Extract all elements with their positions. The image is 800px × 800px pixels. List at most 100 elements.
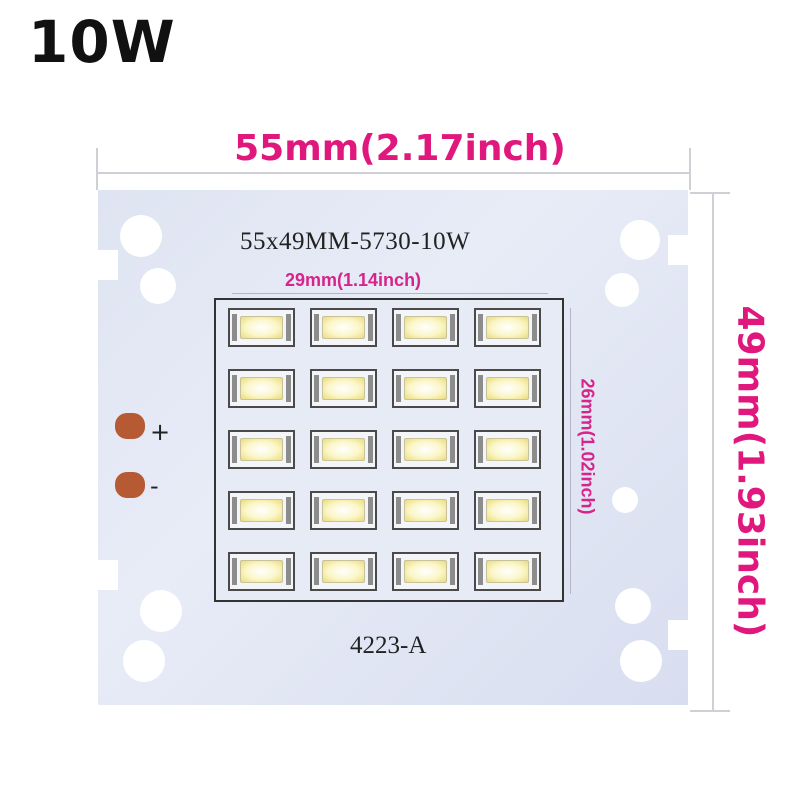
led-phosphor — [240, 560, 283, 583]
led-area-height-line — [570, 308, 571, 594]
led-area-width-line — [232, 293, 548, 294]
led-terminal — [368, 558, 373, 585]
led-terminal — [532, 558, 537, 585]
smd-led-5730 — [310, 430, 377, 469]
smd-led-5730 — [228, 369, 295, 408]
width-dimension-tick-left — [96, 148, 98, 190]
led-terminal — [368, 314, 373, 341]
led-phosphor — [322, 377, 365, 400]
board-model-text: 55x49MM-5730-10W — [240, 228, 471, 255]
led-terminal — [396, 375, 401, 402]
led-terminal — [314, 314, 319, 341]
led-terminal — [232, 497, 237, 524]
led-terminal — [450, 314, 455, 341]
mounting-hole — [605, 273, 639, 307]
negative-solder-pad — [115, 472, 145, 498]
smd-led-5730 — [474, 430, 541, 469]
mounting-hole — [120, 215, 162, 257]
led-terminal — [286, 497, 291, 524]
led-terminal — [450, 558, 455, 585]
led-phosphor — [486, 560, 529, 583]
led-terminal — [532, 314, 537, 341]
led-terminal — [232, 558, 237, 585]
led-phosphor — [240, 438, 283, 461]
led-terminal — [232, 314, 237, 341]
smd-led-5730 — [228, 491, 295, 530]
smd-led-5730 — [392, 491, 459, 530]
led-terminal — [286, 375, 291, 402]
led-phosphor — [240, 316, 283, 339]
led-phosphor — [486, 377, 529, 400]
mounting-hole — [615, 588, 651, 624]
led-terminal — [478, 314, 483, 341]
smd-led-5730 — [392, 369, 459, 408]
led-terminal — [286, 314, 291, 341]
smd-led-5730 — [392, 308, 459, 347]
mounting-hole — [612, 487, 638, 513]
smd-led-5730 — [310, 308, 377, 347]
led-terminal — [286, 558, 291, 585]
smd-led-5730 — [310, 491, 377, 530]
led-terminal — [368, 375, 373, 402]
negative-terminal-label: - — [150, 472, 159, 500]
height-dimension-tick-bottom — [690, 710, 730, 712]
board-notch — [668, 235, 688, 265]
smd-led-5730 — [228, 308, 295, 347]
board-part-code: 4223-A — [350, 632, 427, 659]
led-terminal — [396, 558, 401, 585]
board-height-label: 49mm(1.93inch) — [729, 305, 771, 638]
led-phosphor — [486, 316, 529, 339]
led-terminal — [232, 436, 237, 463]
mounting-hole — [620, 640, 662, 682]
smd-led-5730 — [474, 369, 541, 408]
led-phosphor — [486, 438, 529, 461]
led-phosphor — [404, 377, 447, 400]
led-phosphor — [240, 377, 283, 400]
led-phosphor — [240, 499, 283, 522]
board-notch — [668, 620, 688, 650]
led-terminal — [450, 375, 455, 402]
led-phosphor — [322, 499, 365, 522]
led-terminal — [314, 436, 319, 463]
smd-led-5730 — [392, 552, 459, 591]
board-notch — [98, 560, 118, 590]
led-phosphor — [486, 499, 529, 522]
mounting-hole — [620, 220, 660, 260]
smd-led-5730 — [228, 552, 295, 591]
positive-solder-pad — [115, 413, 145, 439]
led-terminal — [478, 436, 483, 463]
smd-led-5730 — [392, 430, 459, 469]
led-area-width-label: 29mm(1.14inch) — [285, 270, 422, 290]
led-terminal — [396, 497, 401, 524]
led-terminal — [368, 497, 373, 524]
led-phosphor — [322, 438, 365, 461]
led-terminal — [286, 436, 291, 463]
led-phosphor — [404, 499, 447, 522]
wattage-title: 10W — [28, 8, 176, 76]
led-terminal — [450, 497, 455, 524]
led-phosphor — [322, 316, 365, 339]
smd-led-5730 — [474, 308, 541, 347]
positive-terminal-label: + — [150, 418, 171, 446]
led-terminal — [396, 436, 401, 463]
led-terminal — [314, 375, 319, 402]
led-phosphor — [404, 438, 447, 461]
led-terminal — [450, 436, 455, 463]
led-terminal — [314, 497, 319, 524]
led-terminal — [532, 375, 537, 402]
led-phosphor — [404, 560, 447, 583]
smd-led-5730 — [228, 430, 295, 469]
led-array — [214, 298, 564, 602]
board-notch — [98, 250, 118, 280]
led-terminal — [532, 497, 537, 524]
led-phosphor — [404, 316, 447, 339]
board-width-label: 55mm(2.17inch) — [234, 128, 566, 169]
led-phosphor — [322, 560, 365, 583]
led-terminal — [368, 436, 373, 463]
led-area-height-label: 26mm(1.02inch) — [577, 378, 598, 515]
smd-led-5730 — [310, 369, 377, 408]
mounting-hole — [140, 268, 176, 304]
led-terminal — [532, 436, 537, 463]
smd-led-5730 — [474, 491, 541, 530]
smd-led-5730 — [310, 552, 377, 591]
